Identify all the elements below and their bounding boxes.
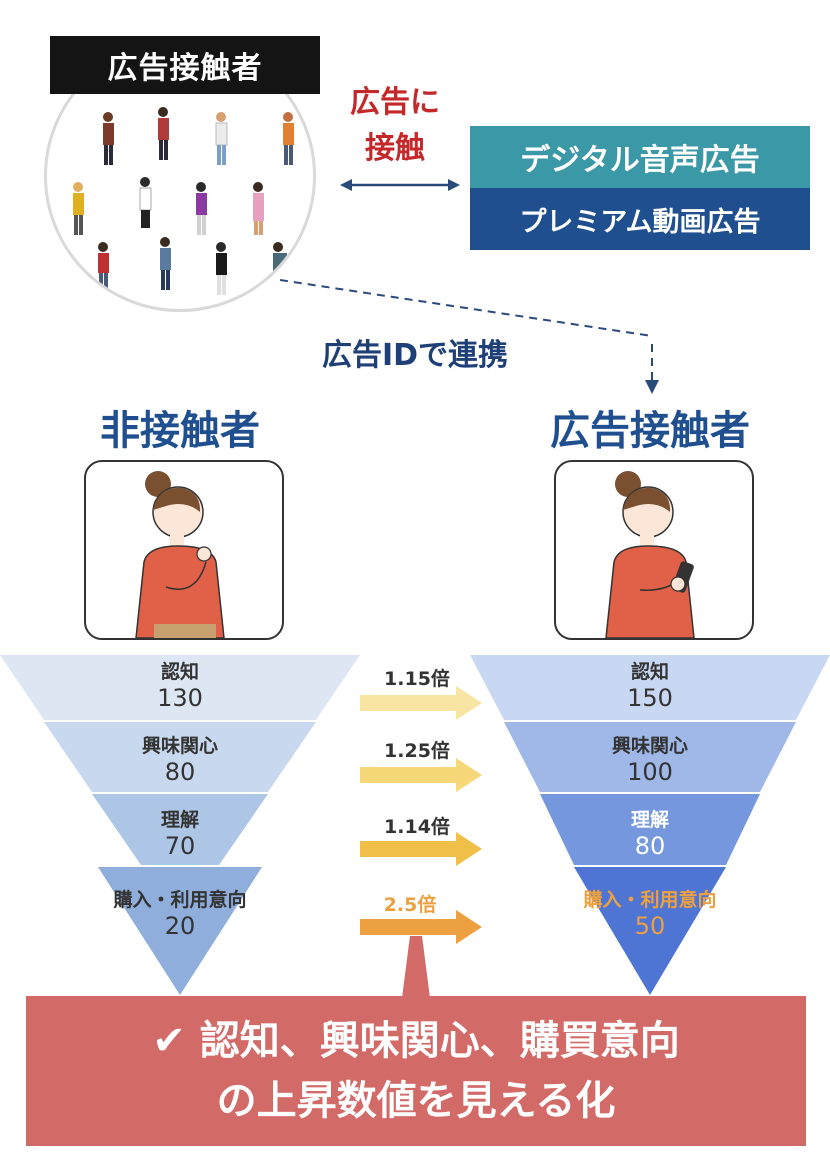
funnel-left-stage-understanding	[92, 794, 268, 865]
summary-line1: ✔ 認知、興味関心、購買意向	[152, 1011, 679, 1071]
funnel-left-interest-label: 興味関心 80	[80, 731, 280, 786]
funnel-right-interest-name: 興味関心	[611, 735, 688, 757]
funnel-left-intent-value: 20	[164, 912, 196, 940]
smartphone-woman-illustration	[605, 471, 695, 638]
check-icon: ✔	[152, 1018, 186, 1064]
funnel-right-awareness-label: 認知 150	[550, 657, 750, 712]
ratio-intent: 2.5倍	[383, 894, 437, 916]
funnel-right-stage-intent	[574, 867, 726, 995]
funnel-left-understanding-label: 理解 70	[80, 805, 280, 860]
funnel-left-stage-interest	[44, 722, 316, 792]
double-arrow-icon	[340, 179, 460, 191]
ad-contact-person-card	[554, 460, 754, 640]
funnel-left-interest-name: 興味関心	[141, 735, 218, 757]
ad-contact-label: 広告に 接触	[330, 80, 460, 172]
funnel-right-intent-label: 購入・利用意向 50	[530, 885, 770, 940]
summary-line1-text: 認知、興味関心、購買意向	[199, 1018, 680, 1064]
funnel-right-interest-label: 興味関心 100	[550, 731, 750, 786]
arrow-interest-icon	[360, 758, 482, 792]
ad-contact-funnel	[470, 655, 830, 995]
ratio-understanding: 1.14倍	[384, 816, 450, 838]
funnel-right-understanding-label: 理解 80	[550, 805, 750, 860]
funnel-right-intent-name: 購入・利用意向	[583, 889, 717, 911]
crowd-label: 広告接触者	[50, 36, 320, 94]
summary-callout: ✔ 認知、興味関心、購買意向 の上昇数値を見える化	[26, 996, 806, 1146]
funnel-left-awareness-name: 認知	[160, 661, 199, 683]
funnel-left-stage-awareness	[0, 655, 360, 720]
arrow-understanding-icon	[360, 832, 482, 866]
funnel-right-understanding-value: 80	[634, 832, 666, 860]
ad-contact-line2: 接触	[365, 131, 425, 166]
funnel-left-interest-value: 80	[164, 758, 196, 786]
arrow-awareness-icon	[360, 686, 482, 720]
ad-type-premium-video: プレミアム動画広告	[470, 188, 810, 250]
dashed-link-arrow	[280, 279, 659, 394]
non-contact-person-card	[84, 460, 284, 640]
funnel-right-intent-value: 50	[634, 912, 666, 940]
funnel-left-understanding-name: 理解	[160, 809, 199, 831]
ad-id-link-label: 広告IDで連携	[321, 338, 509, 373]
ratio-interest: 1.25倍	[384, 740, 450, 762]
funnel-left-intent-name: 購入・利用意向	[113, 889, 247, 911]
funnel-right-awareness-name: 認知	[630, 661, 669, 683]
funnel-right-awareness-value: 150	[627, 684, 673, 712]
thinking-woman-illustration	[135, 471, 225, 638]
funnel-right-interest-value: 100	[627, 758, 673, 786]
ad-type-digital-audio: デジタル音声広告	[470, 126, 810, 188]
funnel-right-stage-understanding	[540, 794, 760, 865]
funnel-right-understanding-name: 理解	[630, 809, 669, 831]
funnel-left-awareness-label: 認知 130	[80, 657, 280, 712]
funnel-right-stage-awareness	[470, 655, 830, 720]
funnel-right-stage-interest	[504, 722, 796, 792]
funnel-left-awareness-value: 130	[157, 684, 203, 712]
summary-line2: の上昇数値を見える化	[216, 1078, 616, 1124]
ratio-awareness: 1.15倍	[384, 668, 450, 690]
funnel-left-understanding-value: 70	[164, 832, 196, 860]
crowd-figures	[73, 107, 294, 295]
ad-contact-title: 広告接触者	[550, 408, 750, 454]
ad-contact-line1: 広告に	[350, 85, 440, 120]
arrow-intent-icon	[360, 910, 482, 944]
callout-pointer	[402, 936, 430, 998]
funnel-left-intent-label: 購入・利用意向 20	[60, 885, 300, 940]
non-contact-funnel	[0, 655, 360, 995]
non-contact-title: 非接触者	[100, 408, 260, 454]
